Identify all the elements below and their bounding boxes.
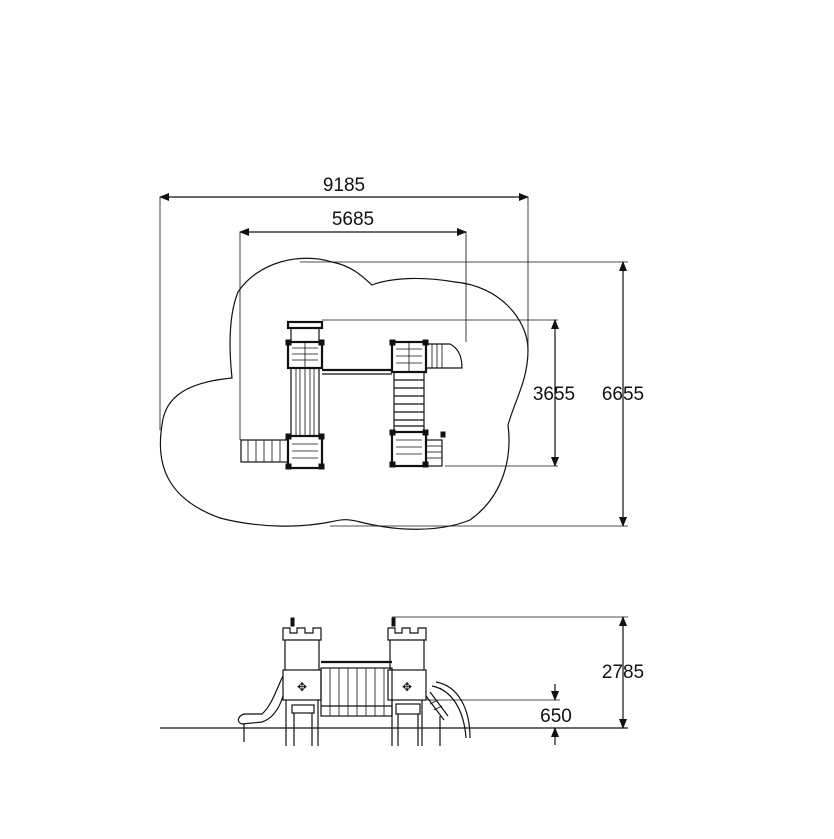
plan-dimension-lines — [159, 193, 627, 527]
left-stairs-plan — [240, 439, 289, 463]
left-tower-elevation: ✥ — [282, 617, 322, 746]
right-tower-elevation: ✥ — [387, 617, 427, 746]
overall-height-dimension: 2785 — [602, 662, 644, 683]
bridge-plan — [322, 368, 392, 375]
elevation-dimension-lines — [551, 616, 627, 745]
inner-depth-dimension: 3655 — [533, 384, 575, 405]
right-tower-plan — [389, 339, 429, 468]
svg-text:✥: ✥ — [297, 680, 307, 694]
right-slide-plan — [426, 343, 463, 369]
right-stairs-elevation — [425, 691, 449, 746]
plan-view: 9185 5685 3655 6655 — [159, 175, 644, 530]
svg-text:✥: ✥ — [402, 680, 412, 694]
bridge-elevation — [320, 660, 393, 717]
elevation-extension-lines — [392, 616, 628, 701]
left-slide-elevation — [237, 675, 284, 742]
inner-width-dimension: 5685 — [332, 209, 374, 230]
safety-zone-outline — [159, 257, 529, 530]
plan-extension-lines — [159, 197, 628, 527]
elevation-view: 2785 650 ✥ — [160, 616, 644, 746]
right-steps-plan — [425, 431, 446, 467]
overall-width-dimension: 9185 — [323, 175, 365, 196]
platform-height-dimension: 650 — [540, 706, 572, 727]
right-slide-elevation — [431, 681, 471, 739]
left-tower-plan — [285, 320, 325, 470]
overall-depth-dimension: 6655 — [602, 384, 644, 405]
